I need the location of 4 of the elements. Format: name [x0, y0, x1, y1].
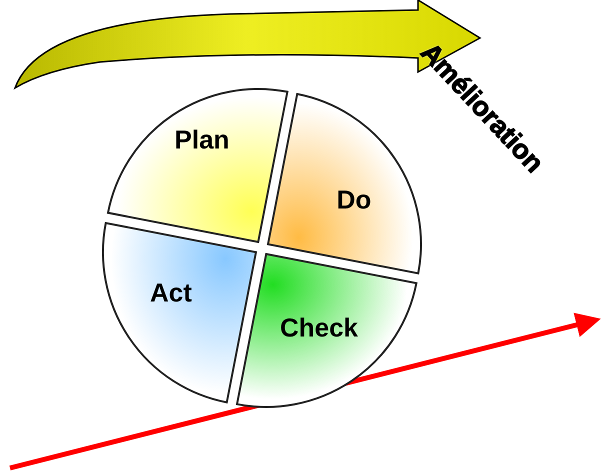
- segment-label: Check: [280, 312, 358, 344]
- segment-label: Act: [150, 277, 192, 308]
- segment-label: Plan: [174, 124, 230, 156]
- segment-label: Do: [336, 184, 372, 216]
